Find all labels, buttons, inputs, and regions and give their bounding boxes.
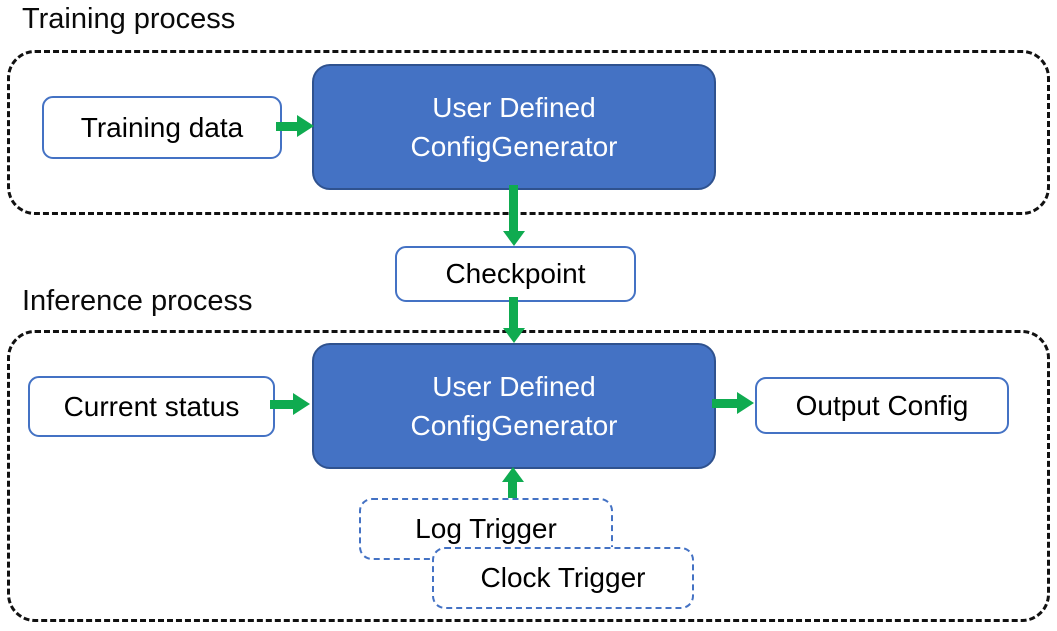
config-generator-box-inference: User Defined ConfigGenerator: [312, 343, 716, 469]
training-data-box: Training data: [42, 96, 282, 159]
checkpoint-box: Checkpoint: [395, 246, 636, 302]
arrow-head-right-icon: [297, 115, 314, 137]
training-process-label: Training process: [22, 3, 236, 35]
config-generator-line1: User Defined: [432, 371, 596, 402]
training-process-frame: [7, 50, 1050, 215]
inference-process-label: Inference process: [22, 285, 253, 317]
arrow-head-right-icon: [737, 392, 754, 414]
inference-process-frame: [7, 330, 1050, 622]
arrow-shaft: [508, 481, 517, 499]
arrow-shaft: [276, 122, 299, 131]
arrow-shaft: [712, 399, 738, 408]
config-generator-line2: ConfigGenerator: [410, 410, 618, 441]
arrow-shaft: [509, 185, 518, 232]
arrow-head-down-icon: [503, 328, 525, 343]
arrow-head-up-icon: [502, 467, 524, 482]
config-generator-line1: User Defined: [432, 92, 596, 123]
config-generator-box-training: User Defined ConfigGenerator: [312, 64, 716, 190]
arrow-head-down-icon: [503, 231, 525, 246]
arrow-shaft: [270, 400, 295, 409]
clock-trigger-box: Clock Trigger: [432, 547, 694, 609]
output-config-box: Output Config: [755, 377, 1009, 434]
current-status-box: Current status: [28, 376, 275, 437]
arrow-shaft: [509, 297, 518, 328]
arrow-head-right-icon: [293, 393, 310, 415]
config-generator-line2: ConfigGenerator: [410, 131, 618, 162]
